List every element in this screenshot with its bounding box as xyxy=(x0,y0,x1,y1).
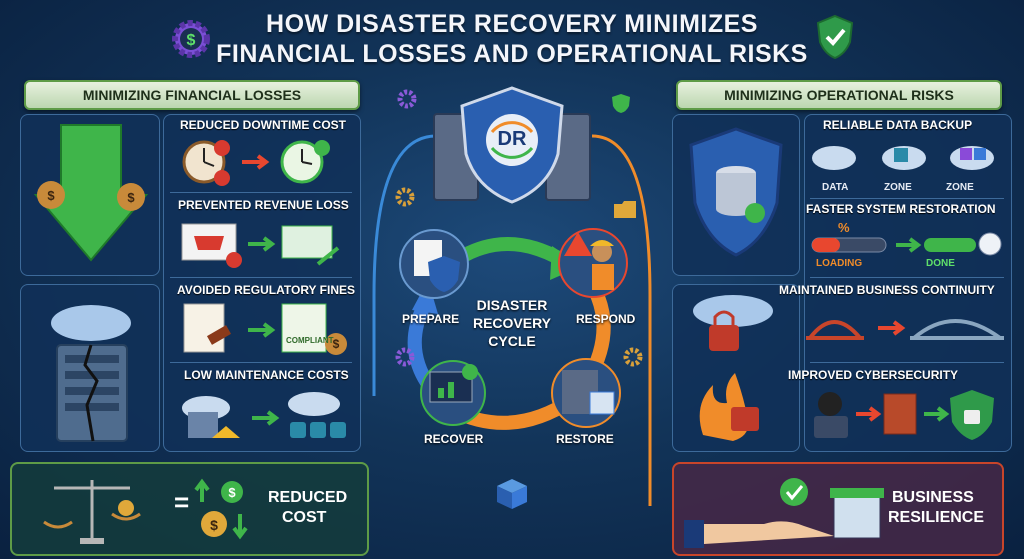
respond-worker-icon xyxy=(558,228,628,298)
broken-server-cloud-icon xyxy=(51,305,131,442)
loading-progress-icon xyxy=(811,232,1002,256)
connector-lines xyxy=(372,134,652,506)
resilience-line-1: BUSINESS xyxy=(892,489,974,506)
panel-database-shield xyxy=(672,114,800,276)
cycle-step-restore: RESTORE xyxy=(556,432,614,446)
label-avoided-fines: AVOIDED REGULATORY FINES xyxy=(177,283,356,297)
gear-icon xyxy=(623,347,643,367)
cloud-lock-fire-icon xyxy=(693,295,773,441)
page-title-line-1: HOW DISASTER RECOVERY MINIMIZES xyxy=(266,10,758,38)
maintenance-cloud-icon xyxy=(182,392,346,438)
label-business-continuity: MAINTAINED BUSINESS CONTINUITY xyxy=(779,283,995,297)
down-arrow-money-icon: $ $ xyxy=(33,124,149,262)
sub-label-data: DATA xyxy=(822,182,849,193)
label-data-backup: RELIABLE DATA BACKUP xyxy=(823,118,973,132)
database-shield-icon xyxy=(689,127,783,257)
panel-business-resilience: BUSINESS RESILIENCE xyxy=(672,462,1004,556)
hand-store-icon xyxy=(684,478,884,548)
sub-label-loading: LOADING xyxy=(816,258,863,269)
percent-sign: % xyxy=(838,220,850,235)
label-prevented-revenue: PREVENTED REVENUE LOSS xyxy=(178,198,349,212)
reduced-cost-line-1: REDUCED xyxy=(268,489,348,506)
svg-text:$: $ xyxy=(333,337,340,351)
resilience-line-2: RESILIENCE xyxy=(888,509,985,526)
svg-text:$: $ xyxy=(210,517,218,533)
hacker-firewall-icon xyxy=(814,390,994,440)
gear-icon xyxy=(397,89,417,109)
cycle-step-prepare: PREPARE xyxy=(402,312,460,326)
gear-icon xyxy=(395,347,415,367)
panel-falling-money: $ $ xyxy=(20,114,160,276)
restore-server-icon xyxy=(551,358,621,428)
cycle-step-recover: RECOVER xyxy=(424,432,484,446)
sub-label-done: DONE xyxy=(926,258,955,269)
shield-check-icon xyxy=(612,94,630,113)
svg-text:$: $ xyxy=(187,32,196,49)
coin-arrows-icon: $ $ xyxy=(194,478,248,540)
gear-icon xyxy=(395,187,415,207)
svg-text:$: $ xyxy=(228,485,236,500)
label-reduced-downtime: REDUCED DOWNTIME COST xyxy=(180,118,346,132)
banner-operational-risks: MINIMIZING OPERATIONAL RISKS xyxy=(676,80,1002,110)
bridge-continuity-icon xyxy=(806,319,1004,340)
shield-check-icon xyxy=(816,14,854,60)
sub-label-zone-1: ZONE xyxy=(884,182,912,193)
svg-text:$: $ xyxy=(47,188,55,203)
dollar-gear-icon: $ xyxy=(172,20,210,58)
recover-monitor-icon xyxy=(420,360,486,426)
panel-broken-server xyxy=(20,284,160,452)
banner-financial-losses: MINIMIZING FINANCIAL LOSSES xyxy=(24,80,360,110)
label-low-maintenance: LOW MAINTENANCE COSTS xyxy=(184,368,349,382)
svg-text:$: $ xyxy=(127,190,135,205)
sub-label-zone-2: ZONE xyxy=(946,182,974,193)
compliance-gavel-icon: $ xyxy=(183,303,347,355)
cloud-zones-icon xyxy=(812,146,994,170)
label-cybersecurity: IMPROVED CYBERSECURITY xyxy=(788,368,959,382)
compliant-stamp: COMPLIANT xyxy=(286,336,334,345)
cycle-step-respond: RESPOND xyxy=(576,312,636,326)
cart-revenue-icon xyxy=(181,223,340,268)
label-system-restoration: FASTER SYSTEM RESTORATION xyxy=(806,202,996,216)
balance-scale-icon xyxy=(43,480,141,544)
clock-downtime-icon xyxy=(182,140,330,186)
equals-sign: = xyxy=(174,487,190,517)
prepare-document-shield-icon xyxy=(399,229,469,299)
dr-shield-servers-icon xyxy=(433,86,591,204)
cube-icon xyxy=(497,479,527,509)
panel-cloud-lock xyxy=(672,284,800,452)
page-title-line-2: FINANCIAL LOSSES AND OPERATIONAL RISKS xyxy=(216,40,808,68)
reduced-cost-line-2: COST xyxy=(282,509,327,526)
folder-icon xyxy=(614,201,636,218)
panel-reduced-cost: = $ $ REDUCED COST xyxy=(10,462,369,556)
dr-badge-text: DR xyxy=(497,128,527,150)
